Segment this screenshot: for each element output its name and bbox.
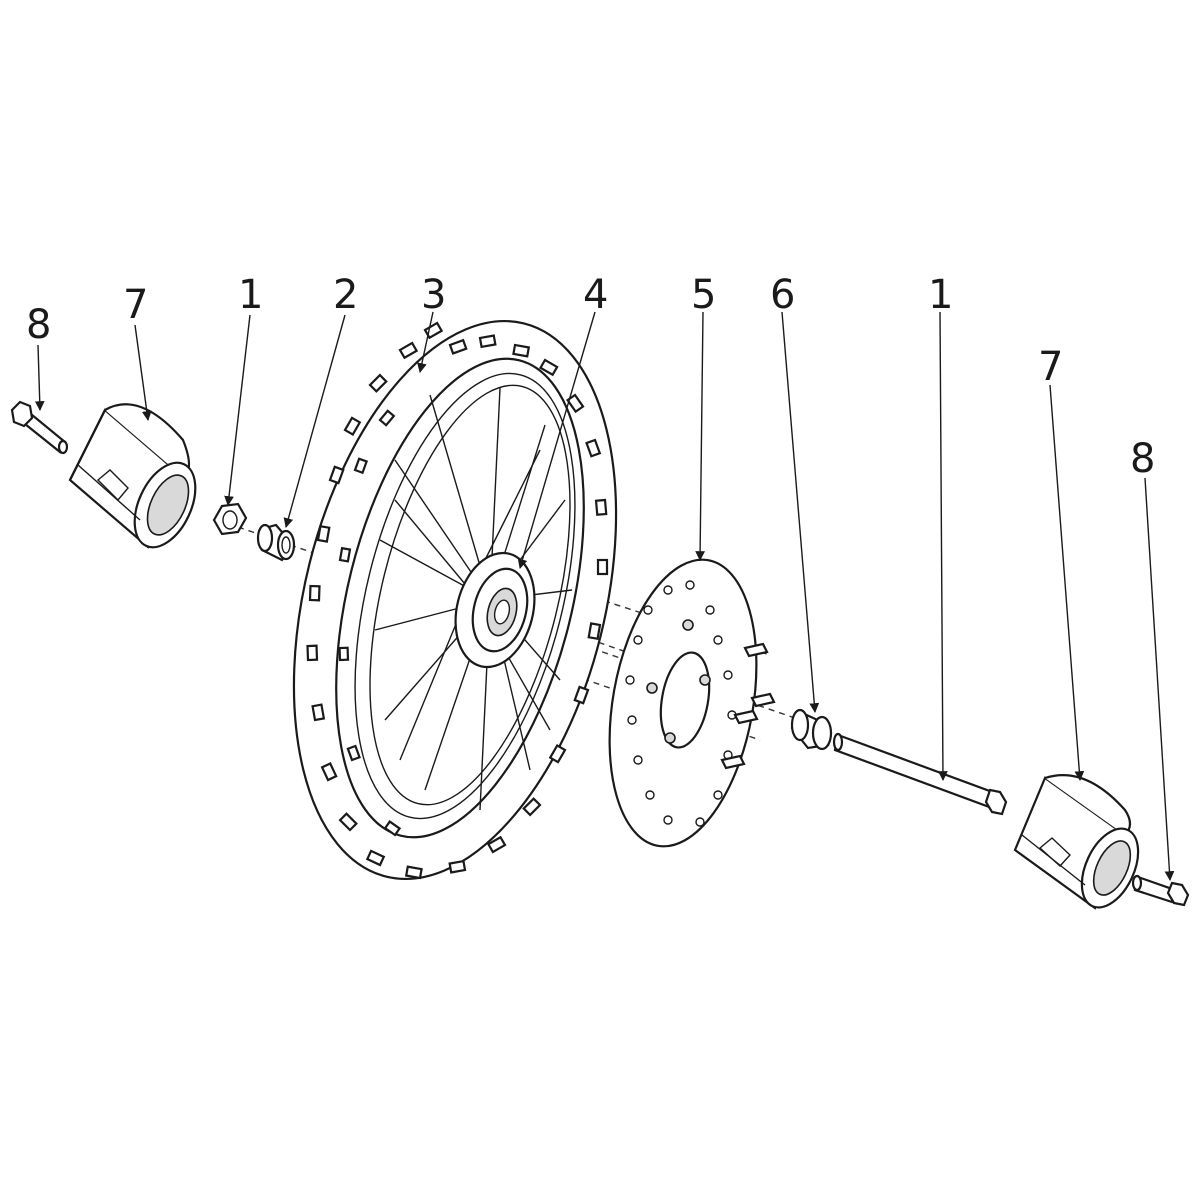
slider-logo-icon [1038,837,1071,867]
callout-7-left: 7 [123,282,148,328]
spacer-left [256,523,296,562]
bolt-right [1131,874,1190,907]
frame-slider-left [68,403,197,549]
callout-1-left: 1 [238,272,263,318]
callout-8-right: 8 [1130,436,1155,482]
callout-labels: 8 7 1 2 3 4 5 6 1 7 8 [26,272,1155,482]
frame-slider-right [1013,774,1140,910]
disc-bolts [720,642,776,770]
slider-logo-icon [96,469,129,502]
callout-2: 2 [333,272,358,318]
hub [454,551,536,669]
callout-1-right: 1 [928,272,953,318]
tire [292,319,618,881]
leader-lines [34,311,1175,881]
axle [832,732,1008,816]
callout-7-right: 7 [1038,344,1063,390]
brake-disc [608,558,776,848]
callout-6: 6 [770,272,795,318]
tire-tread [306,321,609,880]
spacer-right [790,708,833,751]
callout-8-left: 8 [26,302,51,348]
disc-holes [625,580,737,827]
bolt-left [10,400,69,455]
callout-4: 4 [583,272,608,318]
callout-3: 3 [421,272,446,318]
callout-5: 5 [691,272,716,318]
axle-nut [212,502,248,536]
